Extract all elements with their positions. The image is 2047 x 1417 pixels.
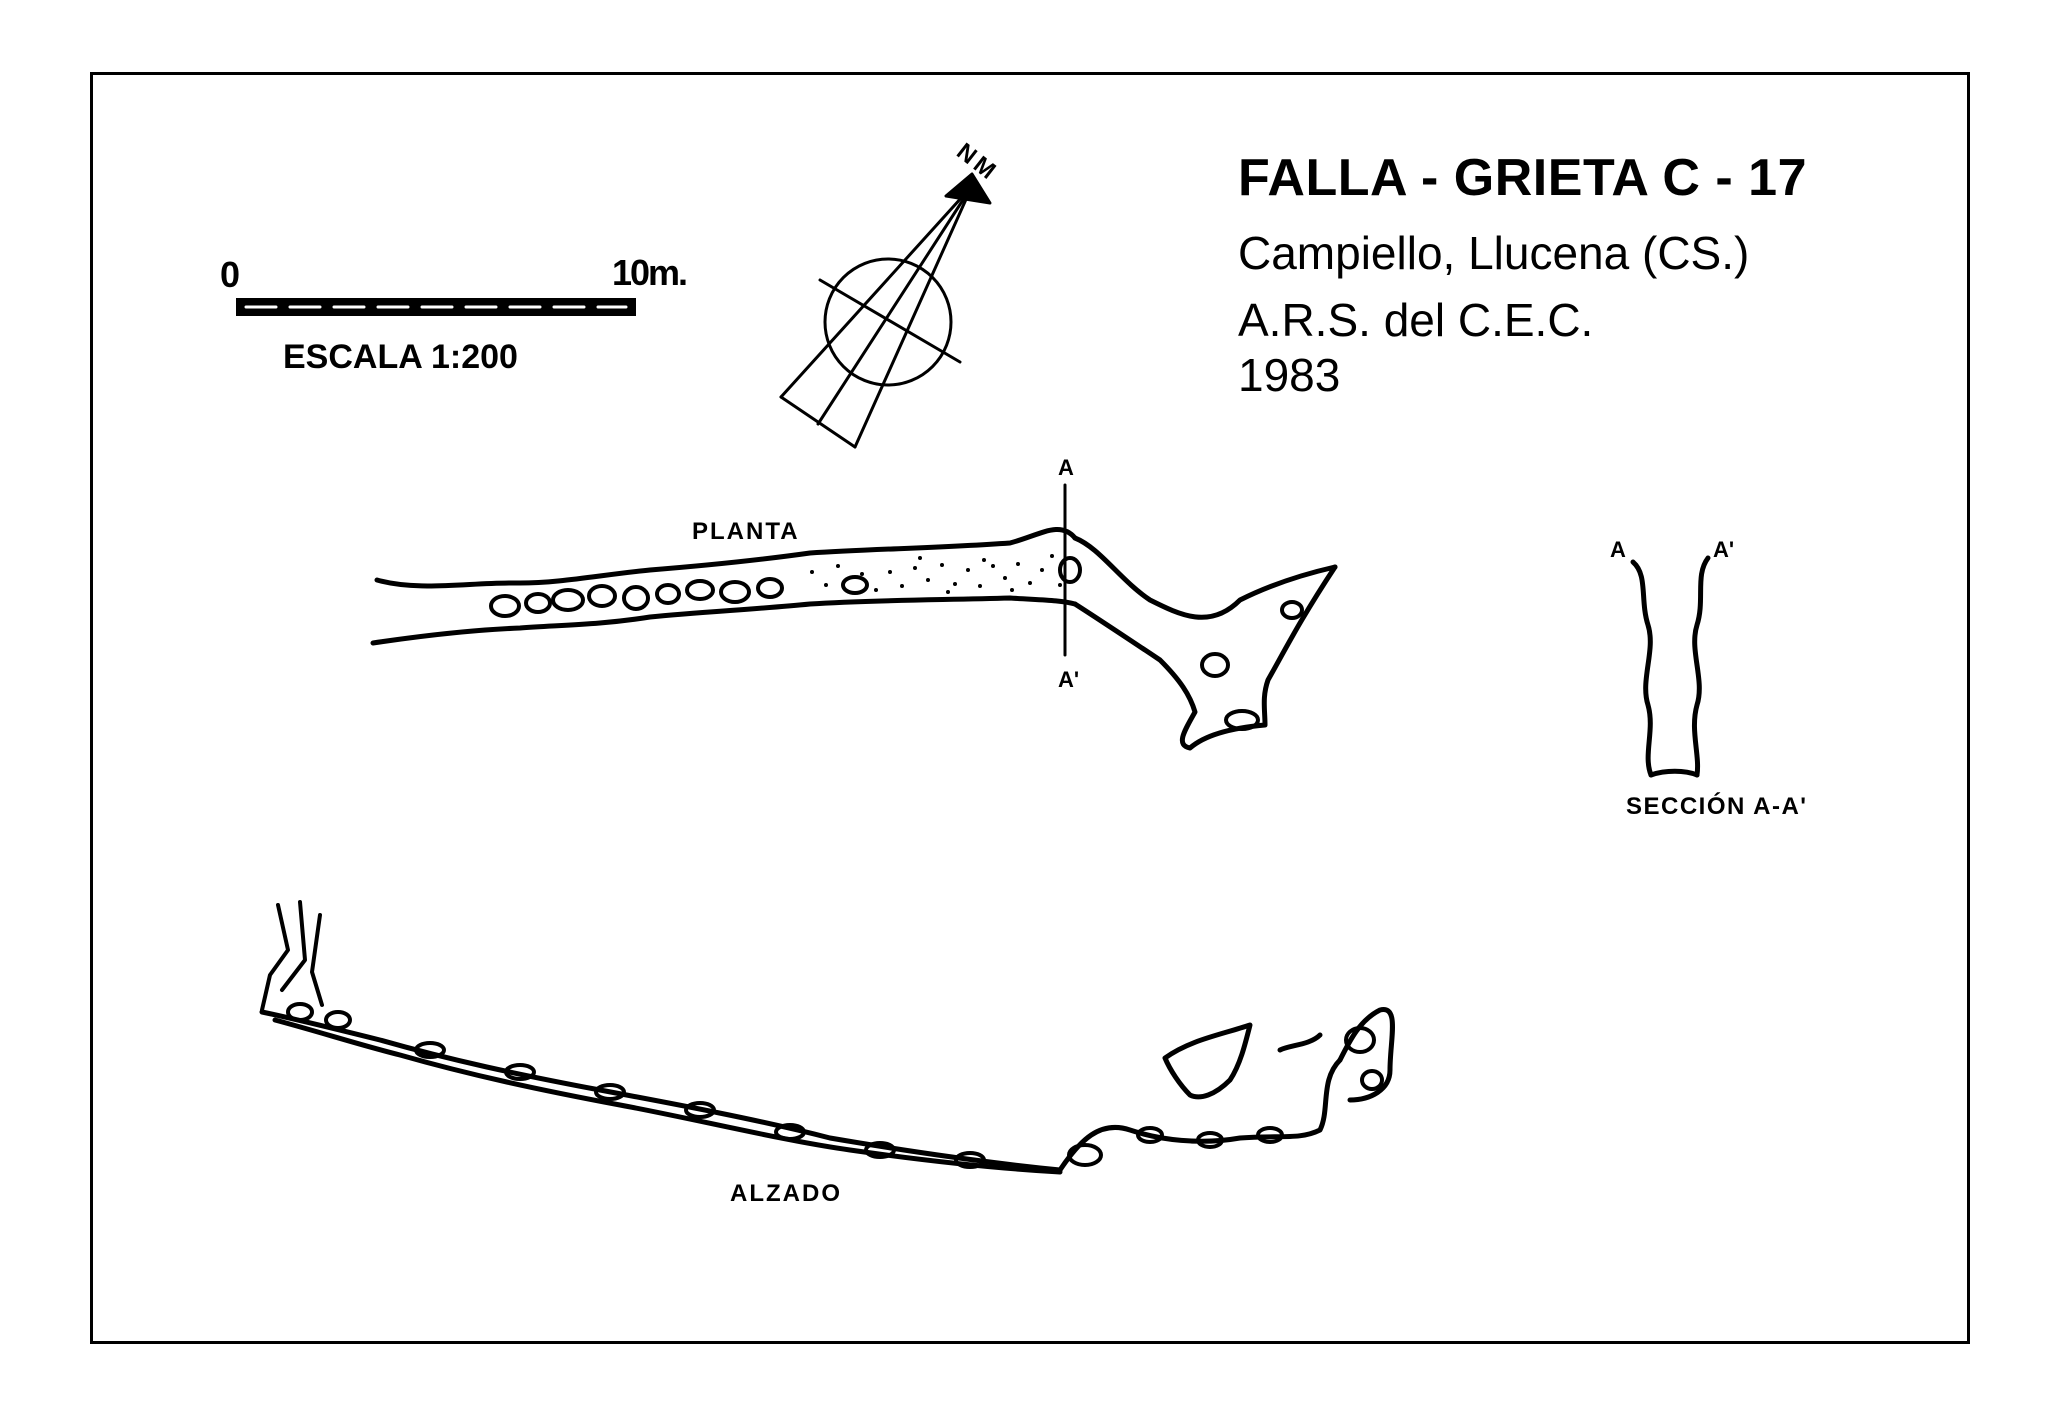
scale-start-label: 0 [220, 254, 241, 295]
map-title: FALLA - GRIETA C - 17 [1238, 149, 1808, 207]
section-mark-right: A' [1713, 537, 1735, 562]
map-author: A.R.S. del C.E.C. [1238, 294, 1594, 346]
map-location: Campiello, Llucena (CS.) [1238, 227, 1750, 279]
plan-view [370, 483, 1338, 751]
section-view-label: SECCIÓN A-A' [1626, 793, 1808, 820]
section-mark-left: A [1610, 537, 1626, 562]
plan-view-label: PLANTA [692, 518, 800, 545]
scale-bar [236, 298, 636, 316]
cross-section-view [1630, 555, 1711, 778]
scale-label: ESCALA 1:200 [283, 338, 518, 376]
elevation-view-label: ALZADO [730, 1180, 842, 1207]
cut-mark-bottom: A' [1058, 667, 1080, 692]
cut-mark-top: A [1058, 455, 1074, 480]
elevation-view [259, 900, 1395, 1175]
map-year: 1983 [1238, 349, 1341, 401]
north-arrow-icon [779, 172, 992, 449]
scale-end-label: 10m. [612, 252, 688, 293]
map-frame [90, 72, 1970, 1344]
